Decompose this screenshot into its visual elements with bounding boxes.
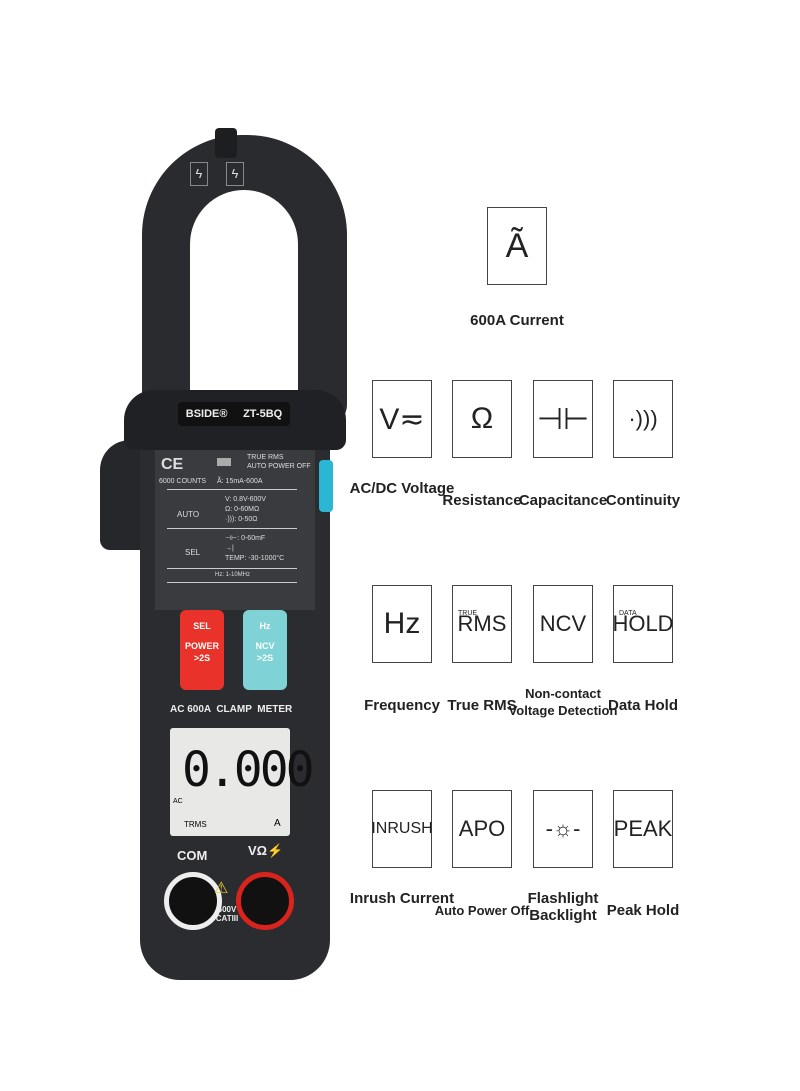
counts: 6000 COUNTS — [159, 478, 207, 485]
btn-text: NCV — [255, 641, 275, 651]
feature-label: 600A Current — [470, 312, 564, 329]
brand: BSIDE® — [185, 408, 228, 420]
symbol: ·))) — [628, 406, 658, 431]
lcd-reading: 0.000 — [182, 742, 314, 798]
vohm-label: VΩ⚡ — [248, 843, 284, 858]
symbol: INRUSH — [371, 820, 433, 837]
lcd-ac: AC — [173, 798, 183, 805]
btn-text: POWER — [184, 641, 219, 651]
feature-icon: PEAK — [613, 790, 673, 868]
hazard-icon: ϟ — [190, 162, 208, 186]
feature-label: Peak Hold — [606, 902, 680, 919]
true-rms-text: TRUE RMS — [247, 454, 284, 461]
ce-mark: CE — [161, 456, 184, 473]
feature-icon: NCV — [533, 585, 593, 663]
symbol: Ω — [470, 402, 494, 435]
spec-panel: CE TRUE RMS AUTO POWER OFF 6000 COUNTS Ã… — [155, 450, 315, 610]
jaw-opening — [190, 190, 298, 400]
current-range: Ã: 15mA-600A — [217, 478, 263, 485]
lcd-unit: A — [274, 818, 281, 829]
feature-icon: V≂ — [372, 380, 432, 458]
feature-label: Data Hold — [607, 697, 678, 714]
feature-label: Non-contact Voltage Detection — [508, 686, 618, 718]
sel-power-button: SEL POWER >2S — [180, 610, 224, 690]
range: ·))): 0-50Ω — [225, 516, 258, 523]
feature-icon: Hz — [372, 585, 432, 663]
meter-caption: AC 600A CLAMP METER — [170, 704, 293, 715]
range: V: 0.8V-600V — [225, 496, 266, 503]
feature-icon: INRUSH — [371, 790, 433, 868]
range: Ω: 0-60MΩ — [225, 506, 260, 513]
model: ZT-5BQ — [243, 408, 283, 420]
range: TEMP: -30-1000°C — [225, 555, 285, 562]
jaw-tip — [215, 128, 237, 158]
warning-icon: ⚠ — [214, 880, 229, 897]
feature-label: Auto Power Off — [434, 903, 530, 918]
feature-icon: ⊣⊢ — [533, 380, 593, 458]
symbol: HOLD — [612, 611, 674, 636]
hz-ncv-button: Hz NCV >2S — [243, 610, 287, 690]
feature-label: Continuity — [605, 492, 681, 509]
feature-label: Resistance — [442, 492, 522, 509]
feature-icon: ·))) — [613, 380, 673, 458]
feature-icon: -☼- — [533, 790, 593, 868]
feature-label: Capacitance — [518, 492, 608, 509]
range: ⊣⊢: 0-60mF — [225, 535, 266, 542]
symbol: V≂ — [379, 402, 425, 436]
auto-label: AUTO — [177, 510, 200, 519]
side-button — [319, 460, 333, 512]
com-jack — [164, 872, 222, 930]
btn-text: SEL — [193, 621, 211, 631]
feature-label: Frequency — [364, 697, 440, 714]
feature-label: Inrush Current — [349, 890, 455, 907]
apo-text: AUTO POWER OFF — [247, 463, 311, 470]
v-jack — [236, 872, 294, 930]
hazard-icon: ϟ — [226, 162, 244, 186]
symbol: ⊣⊢ — [536, 402, 590, 436]
com-label: COM — [177, 848, 208, 863]
symbol: NCV — [539, 611, 587, 636]
feature-icon: APO — [452, 790, 512, 868]
lcd-display: 0.000 AC TRMS A — [170, 728, 314, 836]
flashlight — [217, 458, 231, 466]
symbol-sup: TRUE — [458, 610, 478, 617]
symbol: Hz — [383, 607, 421, 640]
hz-range: Hz: 1-10MHz — [215, 572, 251, 578]
symbol: -☼- — [545, 816, 581, 841]
btn-text: >2S — [193, 653, 211, 663]
btn-text: >2S — [256, 653, 274, 663]
feature-label: True RMS — [447, 697, 517, 714]
feature-icon: Ω — [452, 380, 512, 458]
cat-rating: 600V CATIII — [215, 905, 239, 923]
feature-icon-current: Ã — [487, 207, 547, 285]
symbol: RMS — [457, 611, 507, 636]
symbol: Ã — [505, 226, 529, 265]
feature-label: Flashlight Backlight — [527, 890, 599, 924]
symbol-sup: DATA — [619, 610, 637, 617]
range: →| — [225, 545, 234, 552]
symbol: PEAK — [613, 816, 673, 841]
brand-plate: BSIDE® ZT-5BQ — [178, 402, 290, 426]
symbol: APO — [458, 816, 506, 841]
btn-text: Hz — [259, 621, 271, 631]
sel-label: SEL — [185, 548, 201, 557]
lcd-trms: TRMS — [184, 820, 207, 829]
feature-label: AC/DC Voltage — [349, 480, 455, 497]
